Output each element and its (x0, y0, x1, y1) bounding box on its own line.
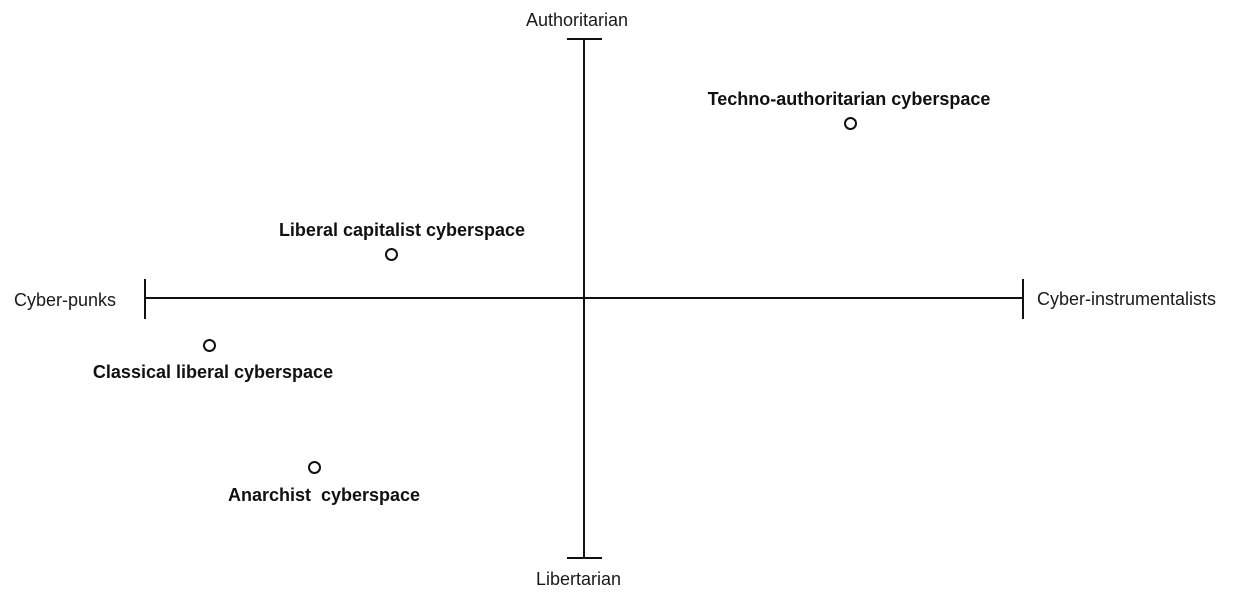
axis-label-right: Cyber-instrumentalists (1037, 289, 1217, 309)
point-techno-authoritarian (844, 117, 857, 130)
axis-label-bottom: Libertarian (536, 569, 622, 589)
horizontal-axis-right-cap (1022, 279, 1024, 319)
point-liberal-capitalist (385, 248, 398, 261)
point-label-techno-authoritarian: Techno-authoritarian cyberspace (707, 89, 991, 109)
point-anarchist (308, 461, 321, 474)
axis-label-left: Cyber-punks (14, 290, 117, 310)
vertical-axis-top-cap (567, 38, 602, 40)
horizontal-axis-left-cap (144, 279, 146, 319)
vertical-axis (583, 39, 585, 559)
point-label-anarchist: Anarchist cyberspace (227, 485, 421, 505)
vertical-axis-bottom-cap (567, 557, 602, 559)
horizontal-axis (145, 297, 1024, 299)
point-label-liberal-capitalist: Liberal capitalist cyberspace (278, 220, 526, 240)
point-label-classical-liberal: Classical liberal cyberspace (92, 362, 334, 382)
point-classical-liberal (203, 339, 216, 352)
axis-label-top: Authoritarian (526, 10, 629, 30)
